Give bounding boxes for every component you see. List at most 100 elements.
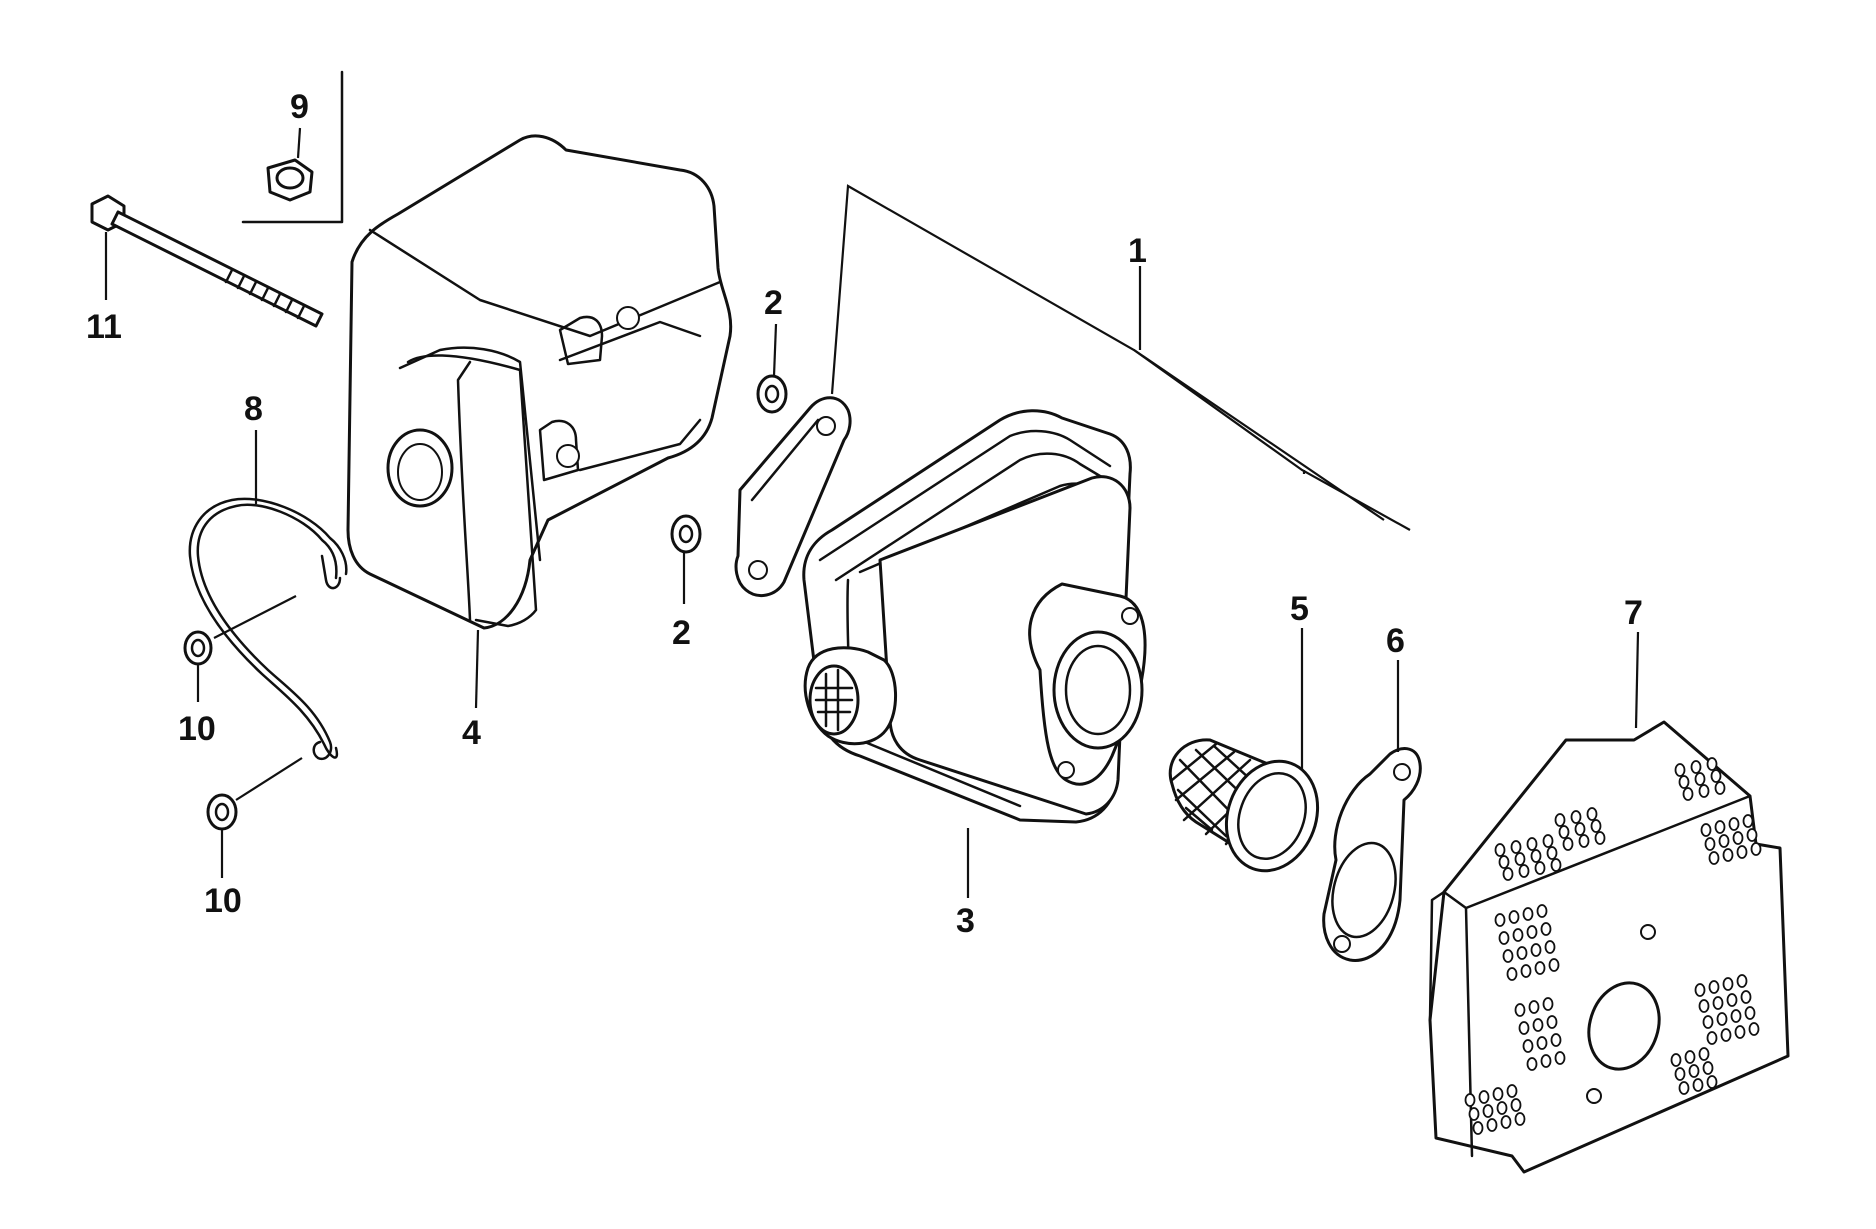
perforation-hole (1740, 990, 1752, 1004)
perforation-hole (1542, 834, 1554, 848)
perforation-hole (1502, 867, 1514, 881)
perforation-hole (1464, 1093, 1476, 1107)
part-9-flange-nut (241, 70, 344, 224)
perforation-hole (1698, 1047, 1710, 1061)
perforation-hole (1728, 817, 1740, 831)
perforation-hole (1750, 842, 1762, 856)
perforation-hole (1468, 1107, 1480, 1121)
perforation-hole (1550, 858, 1562, 872)
part-11-bolt (90, 194, 324, 328)
perforation-hole (1518, 864, 1530, 878)
part-1-gasket (734, 396, 852, 598)
perforation-hole (1554, 813, 1566, 827)
part-10-washer-upper (183, 630, 213, 702)
perforation-hole (1500, 1115, 1512, 1129)
perforation-hole (1520, 964, 1532, 978)
perforation-hole (1706, 1031, 1718, 1045)
perforation-hole (1704, 837, 1716, 851)
perforation-hole (1722, 848, 1734, 862)
perforation-hole (1546, 1015, 1558, 1029)
perforation-hole (1710, 769, 1722, 783)
perforation-hole (1674, 763, 1686, 777)
perforation-hole (1734, 1025, 1746, 1039)
part-1-assembly-bracket (830, 184, 1411, 531)
part-4-muffler-protector (346, 134, 733, 709)
perforation-hole (1578, 834, 1590, 848)
perforation-hole (1540, 1054, 1552, 1068)
perforation-hole (1684, 1050, 1696, 1064)
perforation-hole (1736, 845, 1748, 859)
perforation-hole (1548, 958, 1560, 972)
perforation-hole (1746, 828, 1758, 842)
perforation-hole (1526, 1057, 1538, 1071)
perforation-hole (1498, 855, 1510, 869)
perforation-hole (1540, 922, 1552, 936)
callout-3: 3 (956, 902, 975, 940)
perforation-hole (1678, 775, 1690, 789)
callout-10-upper: 10 (178, 710, 216, 748)
perforation-hole (1708, 980, 1720, 994)
perforation-hole (1512, 928, 1524, 942)
perforation-hole (1514, 1003, 1526, 1017)
callout-2-lower: 2 (672, 614, 691, 652)
perforation-hole (1718, 834, 1730, 848)
perforation-hole (1530, 849, 1542, 863)
perforation-hole (1522, 1039, 1534, 1053)
perforation-hole (1502, 949, 1514, 963)
perforation-hole (1670, 1053, 1682, 1067)
perforation-hole (1674, 1067, 1686, 1081)
perforation-hole (1748, 1022, 1760, 1036)
part-10-washer-lower (206, 793, 238, 878)
part-8-spring-clip (188, 430, 348, 801)
perforation-hole (1690, 760, 1702, 774)
callout-labels: 1 2 2 3 4 5 6 7 8 9 10 10 11 (86, 88, 1643, 940)
callout-5: 5 (1290, 590, 1309, 628)
perforation-hole (1534, 961, 1546, 975)
part-7-heat-shield (1428, 631, 1790, 1174)
perforation-hole (1688, 1064, 1700, 1078)
perforation-hole (1720, 1028, 1732, 1042)
perforation-hole (1522, 907, 1534, 921)
perforation-hole (1482, 1104, 1494, 1118)
callout-10-lower: 10 (204, 882, 242, 920)
perforation-hole (1554, 1051, 1566, 1065)
perforation-hole (1742, 814, 1754, 828)
perforation-hole (1528, 1000, 1540, 1014)
perforation-hole (1562, 837, 1574, 851)
perforation-hole (1534, 861, 1546, 875)
perforation-hole (1496, 1101, 1508, 1115)
perforation-hole (1536, 1036, 1548, 1050)
perforation-hole (1594, 831, 1606, 845)
perforation-hole (1546, 846, 1558, 860)
perforation-hole (1744, 1006, 1756, 1020)
perforation-hole (1498, 931, 1510, 945)
perforation-hole (1708, 851, 1720, 865)
perforation-hole (1508, 910, 1520, 924)
perforation-hole (1678, 1081, 1690, 1095)
perforation-hole (1722, 977, 1734, 991)
perforation-hole (1694, 772, 1706, 786)
perforation-hole (1516, 946, 1528, 960)
perforation-hole (1716, 1012, 1728, 1026)
perforation-hole (1526, 925, 1538, 939)
callout-8: 8 (244, 390, 263, 428)
perforation-hole (1558, 825, 1570, 839)
perforation-hole (1706, 1075, 1718, 1089)
callout-2-upper: 2 (764, 284, 783, 322)
perforation-hole (1550, 1033, 1562, 1047)
perforation-hole (1698, 999, 1710, 1013)
perforation-hole (1532, 1018, 1544, 1032)
perforation-hole (1694, 983, 1706, 997)
perforation-hole (1726, 993, 1738, 1007)
perforation-hole (1494, 843, 1506, 857)
part-5-spark-arrester (1168, 628, 1320, 873)
perforation-hole (1736, 974, 1748, 988)
perforation-hole (1702, 1015, 1714, 1029)
callout-1: 1 (1128, 232, 1147, 270)
perforation-hole (1706, 757, 1718, 771)
part-6-gasket (1322, 660, 1422, 962)
perforation-hole (1590, 819, 1602, 833)
part-2-washer-lower (670, 514, 702, 604)
perforation-hole (1518, 1021, 1530, 1035)
